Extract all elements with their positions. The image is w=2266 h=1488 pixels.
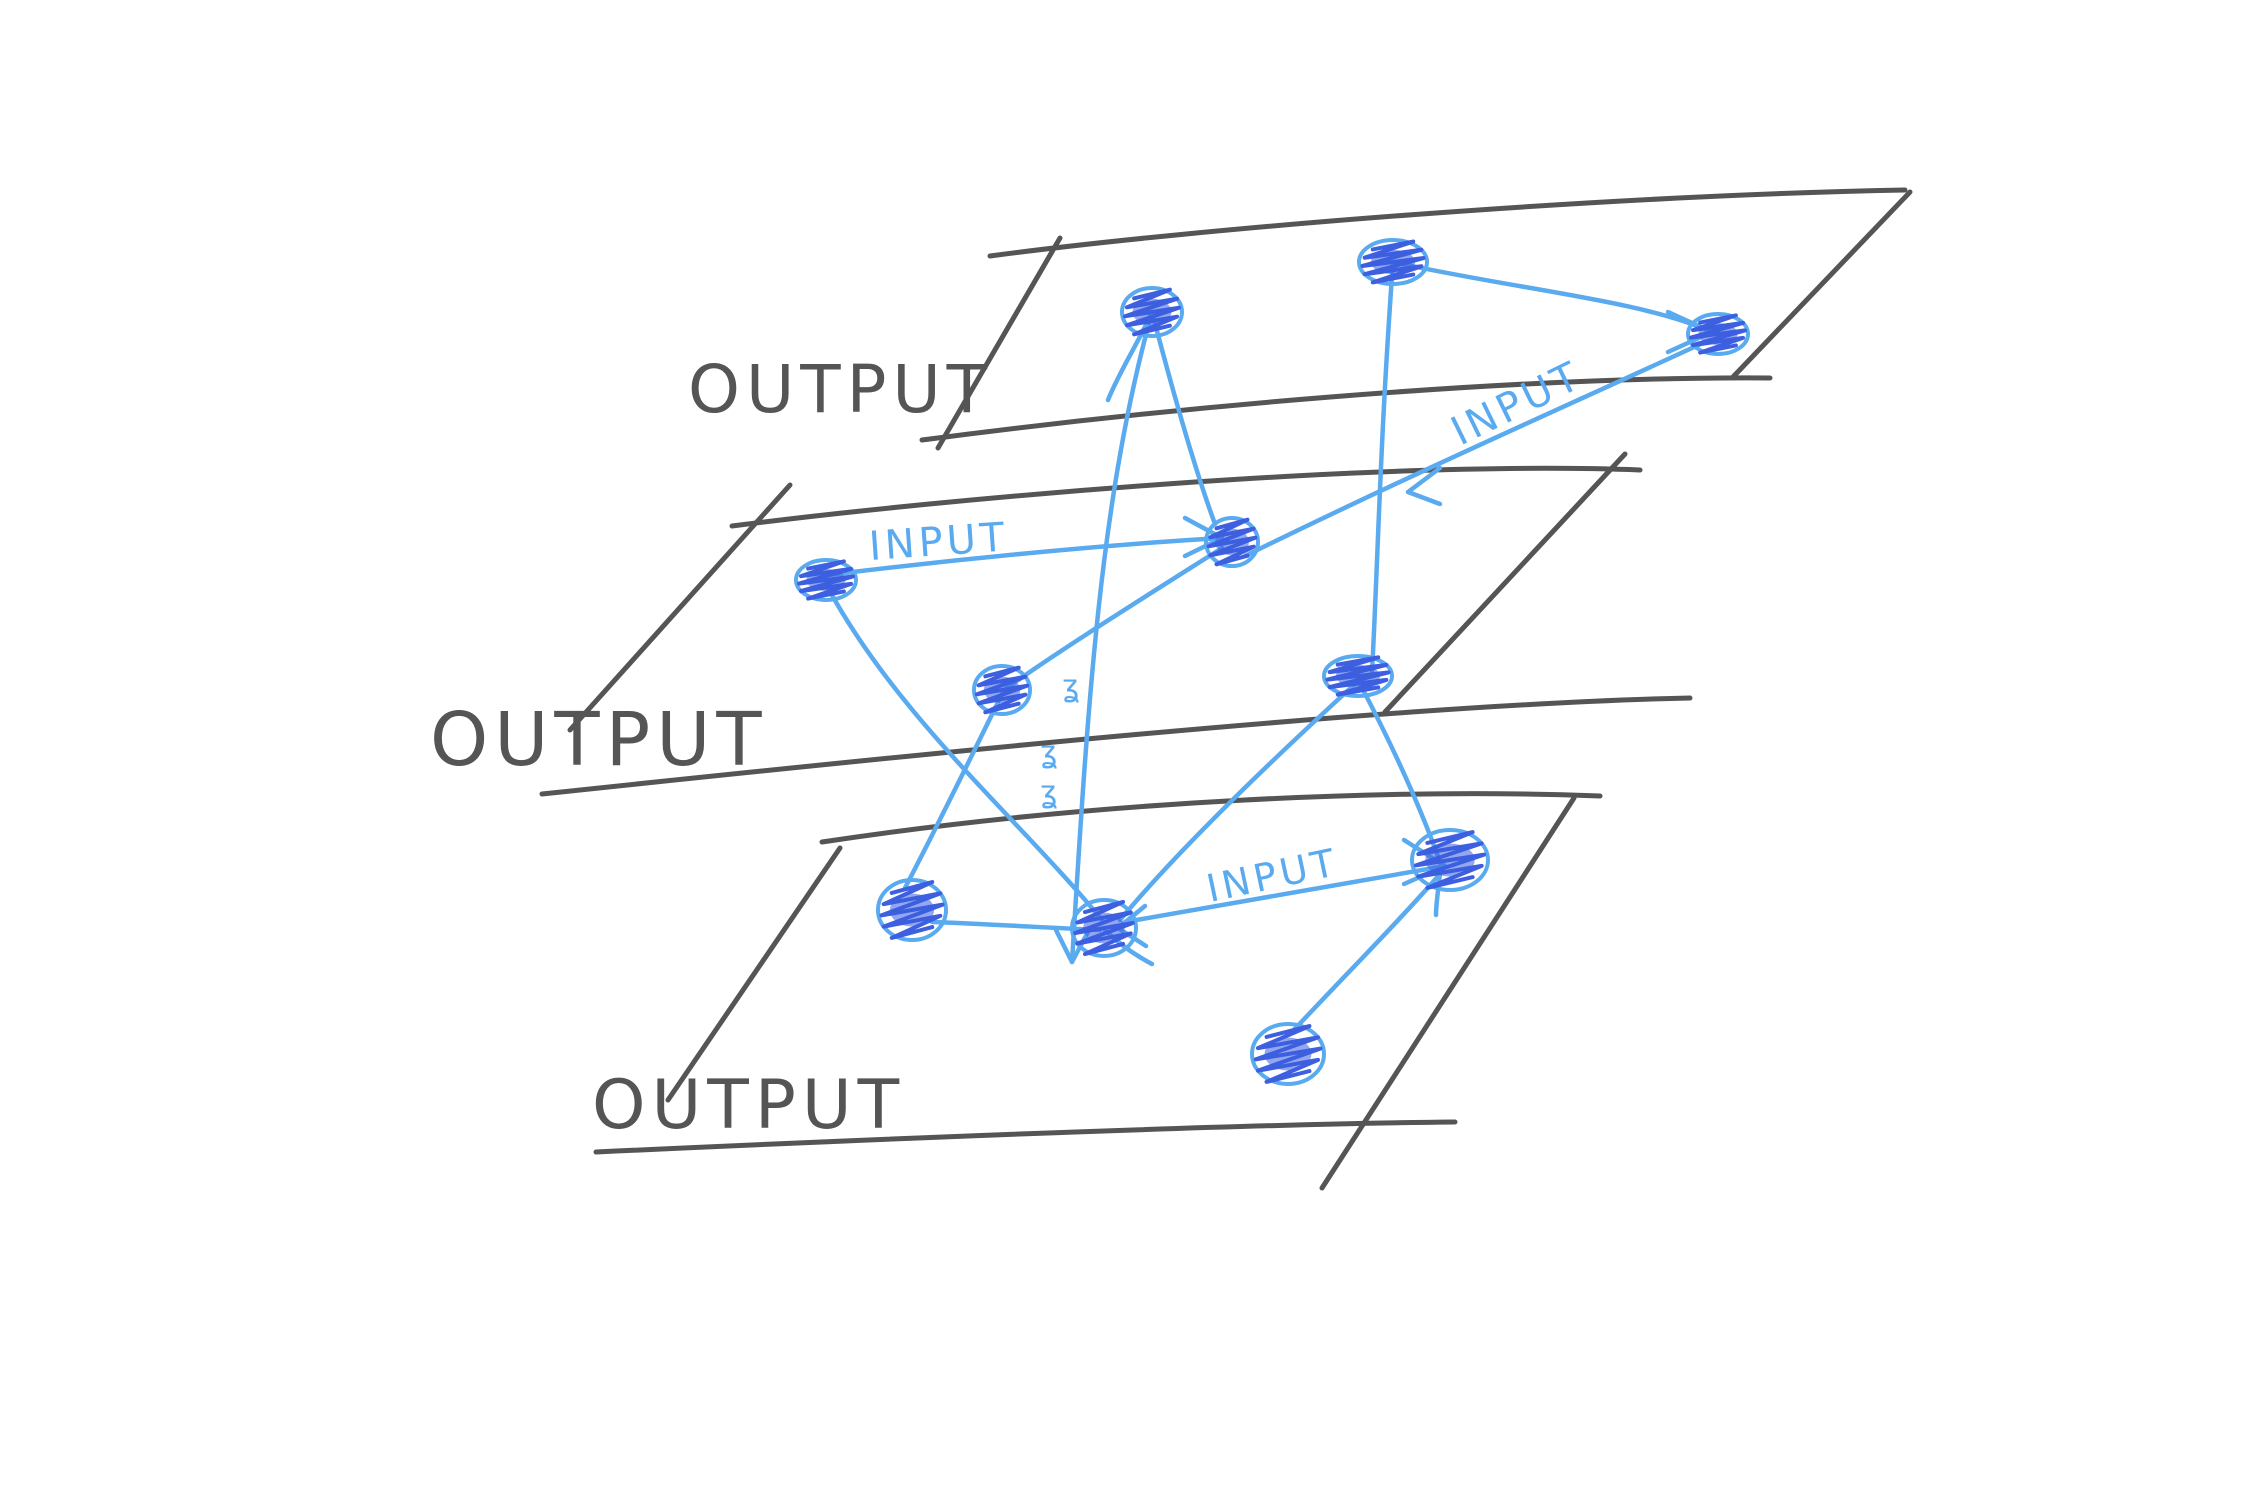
edge-mid1-mid2	[825, 535, 1225, 578]
node-top-3-ring	[1686, 312, 1750, 356]
node-bot-2	[1070, 898, 1138, 958]
node-top-1	[1357, 238, 1429, 286]
node-top-2-fill	[1132, 298, 1172, 326]
node-top-3-fill	[1698, 323, 1738, 345]
plane-label-middle: OUTPUT	[430, 697, 768, 783]
plane-middle-back-edge	[729, 465, 1643, 529]
node-bot-1-fill	[889, 893, 935, 927]
edge-mark-3: ʓ	[1040, 775, 1057, 810]
node-mid-5-fill	[1335, 665, 1381, 687]
node-bot-1	[876, 878, 948, 942]
edge-label-mid-input: INPUT	[867, 514, 1009, 570]
edge-bot3-tail	[1433, 871, 1443, 918]
node-mid-1	[794, 558, 858, 602]
edge-top1-top3	[1390, 259, 1715, 335]
node-mid-3-fill	[983, 676, 1021, 704]
plane-top-left-edge	[935, 235, 1063, 451]
node-mid-1-fill	[806, 569, 846, 591]
plane-top-front-edge	[919, 375, 1773, 443]
node-mid-5-ring	[1322, 654, 1394, 698]
node-mid-2	[1204, 516, 1260, 568]
node-bot-1-ring	[876, 878, 948, 942]
edge-mid2-top3	[1242, 339, 1708, 559]
plane-middle-front-edge	[539, 695, 1693, 797]
edge-mid1-bot2	[825, 585, 1105, 923]
edge-top2-bot2	[1069, 309, 1155, 965]
node-bot-3	[1410, 828, 1490, 892]
edge-top1-mid5	[1369, 259, 1396, 675]
plane-bottom-left-edge	[665, 845, 843, 1103]
node-bot-4-fill	[1264, 1037, 1312, 1071]
edge-top2-mid2	[1149, 309, 1218, 527]
node-top-3	[1686, 312, 1750, 356]
node-bot-3-fill	[1425, 843, 1475, 877]
node-mid-5	[1322, 654, 1394, 698]
plane-label-top: OUTPUT	[688, 351, 993, 428]
node-mid-2-fill	[1215, 528, 1249, 556]
node-bot-4	[1250, 1022, 1326, 1086]
plane-middle-left-edge	[567, 482, 793, 733]
plane-label-bottom: OUTPUT	[592, 1066, 905, 1145]
plane-bottom-back-edge	[819, 791, 1603, 845]
node-top-1-ring	[1357, 238, 1429, 286]
node-top-1-fill	[1370, 249, 1416, 275]
plane-bottom-front-edge	[593, 1119, 1458, 1155]
node-mid-1-ring	[794, 558, 858, 602]
nodes	[794, 238, 1750, 1086]
plane-middle	[539, 451, 1693, 797]
node-bot-3-ring	[1410, 828, 1490, 892]
plane-top	[919, 187, 1913, 451]
node-bot-4-ring	[1250, 1022, 1326, 1086]
edge-mid3-bot1	[902, 687, 1007, 891]
plane-bottom	[593, 791, 1603, 1191]
plane-top-back-edge	[987, 187, 1908, 259]
edge-mark-2: ʓ	[1040, 735, 1057, 770]
node-mid-2-ring	[1204, 516, 1260, 568]
edge-label-bot-input: INPUT	[1203, 840, 1343, 911]
edge-mid2-mid3	[1001, 545, 1225, 693]
node-top-2-ring	[1120, 286, 1184, 338]
node-top-2	[1120, 286, 1184, 338]
node-bot-2-fill	[1083, 912, 1125, 944]
node-bot-2-ring	[1070, 898, 1138, 958]
arrowhead-top-input	[1405, 465, 1443, 507]
edge-bot4-bot3	[1289, 871, 1443, 1035]
edge-mid5-bot2	[1117, 681, 1358, 923]
plane-top-right-edge	[1729, 189, 1913, 381]
node-mid-3	[972, 664, 1032, 716]
node-mid-3-ring	[972, 664, 1032, 716]
plane-middle-right-edge	[1382, 451, 1628, 715]
edge-label-top-input: INPUT	[1444, 352, 1590, 455]
edge-mark-1: ʓ	[1062, 669, 1079, 704]
